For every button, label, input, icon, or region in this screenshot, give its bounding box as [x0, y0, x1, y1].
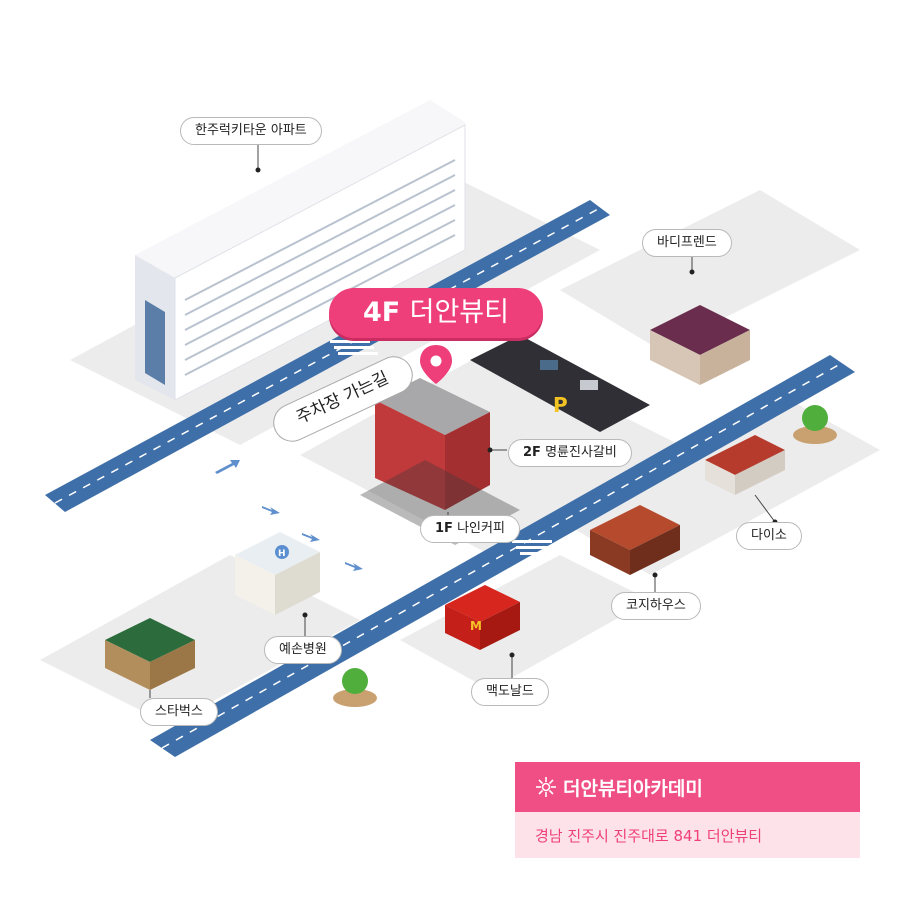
leader-dots: [255, 167, 778, 658]
lower-ground: [400, 555, 650, 690]
label-daiso: 다이소: [736, 522, 802, 550]
svg-text:M: M: [470, 619, 482, 633]
daiso-building: [705, 435, 785, 495]
main-location-name: 더안뷰티: [409, 297, 509, 328]
tree-right: [793, 405, 837, 444]
label-cafe-name: 나인커피: [457, 521, 505, 536]
apartment-building: [135, 100, 466, 401]
upper-crosswalk: [330, 340, 378, 355]
bodyfriend-building: [650, 305, 750, 385]
label-mcdonalds: 맥도날드: [471, 678, 549, 706]
upper-road-lane: [54, 207, 601, 504]
label-cafe: 1F 나인커피: [420, 515, 520, 543]
hospital-building: H: [235, 532, 320, 615]
main-location-floor: 4F: [362, 297, 401, 328]
academy-info-box: 더안뷰티아카데미 경남 진주시 진주대로 841 더안뷰티: [515, 762, 860, 858]
tree-lower: [333, 668, 377, 707]
label-starbucks: 스타벅스: [140, 698, 218, 726]
direction-arrows: [215, 460, 363, 571]
right-block-ground: [560, 190, 860, 350]
svg-text:P: P: [553, 393, 568, 417]
lower-crosswalk: [512, 540, 560, 555]
cozy-house-building: [590, 505, 680, 575]
mcdonalds-building: M: [445, 585, 520, 650]
label-galbi-floor: 2F: [523, 445, 541, 460]
label-galbi-name: 명륜진사갈비: [545, 445, 617, 460]
academy-name: 더안뷰티아카데미: [563, 777, 703, 800]
parking-lot: P: [470, 335, 650, 432]
label-cozy-house: 코지하우스: [611, 592, 701, 620]
starbucks-building: [105, 618, 195, 690]
main-location-label: 4F 더안뷰티: [329, 288, 543, 338]
lower-road-lane: [161, 362, 843, 749]
academy-address: 경남 진주시 진주대로 841 더안뷰티: [515, 812, 860, 858]
leader-lines: [149, 145, 776, 698]
label-galbi: 2F 명륜진사갈비: [508, 439, 632, 467]
label-bodyfriend: 바디프렌드: [642, 229, 732, 257]
label-apartment: 한주럭키타운 아파트: [180, 117, 322, 145]
label-hospital: 예손병원: [264, 636, 342, 664]
academy-info-header: 더안뷰티아카데미: [515, 762, 860, 812]
location-pin-icon: [420, 345, 452, 384]
academy-logo-icon: [536, 777, 556, 797]
svg-text:H: H: [278, 549, 286, 559]
label-cafe-floor: 1F: [435, 521, 453, 536]
